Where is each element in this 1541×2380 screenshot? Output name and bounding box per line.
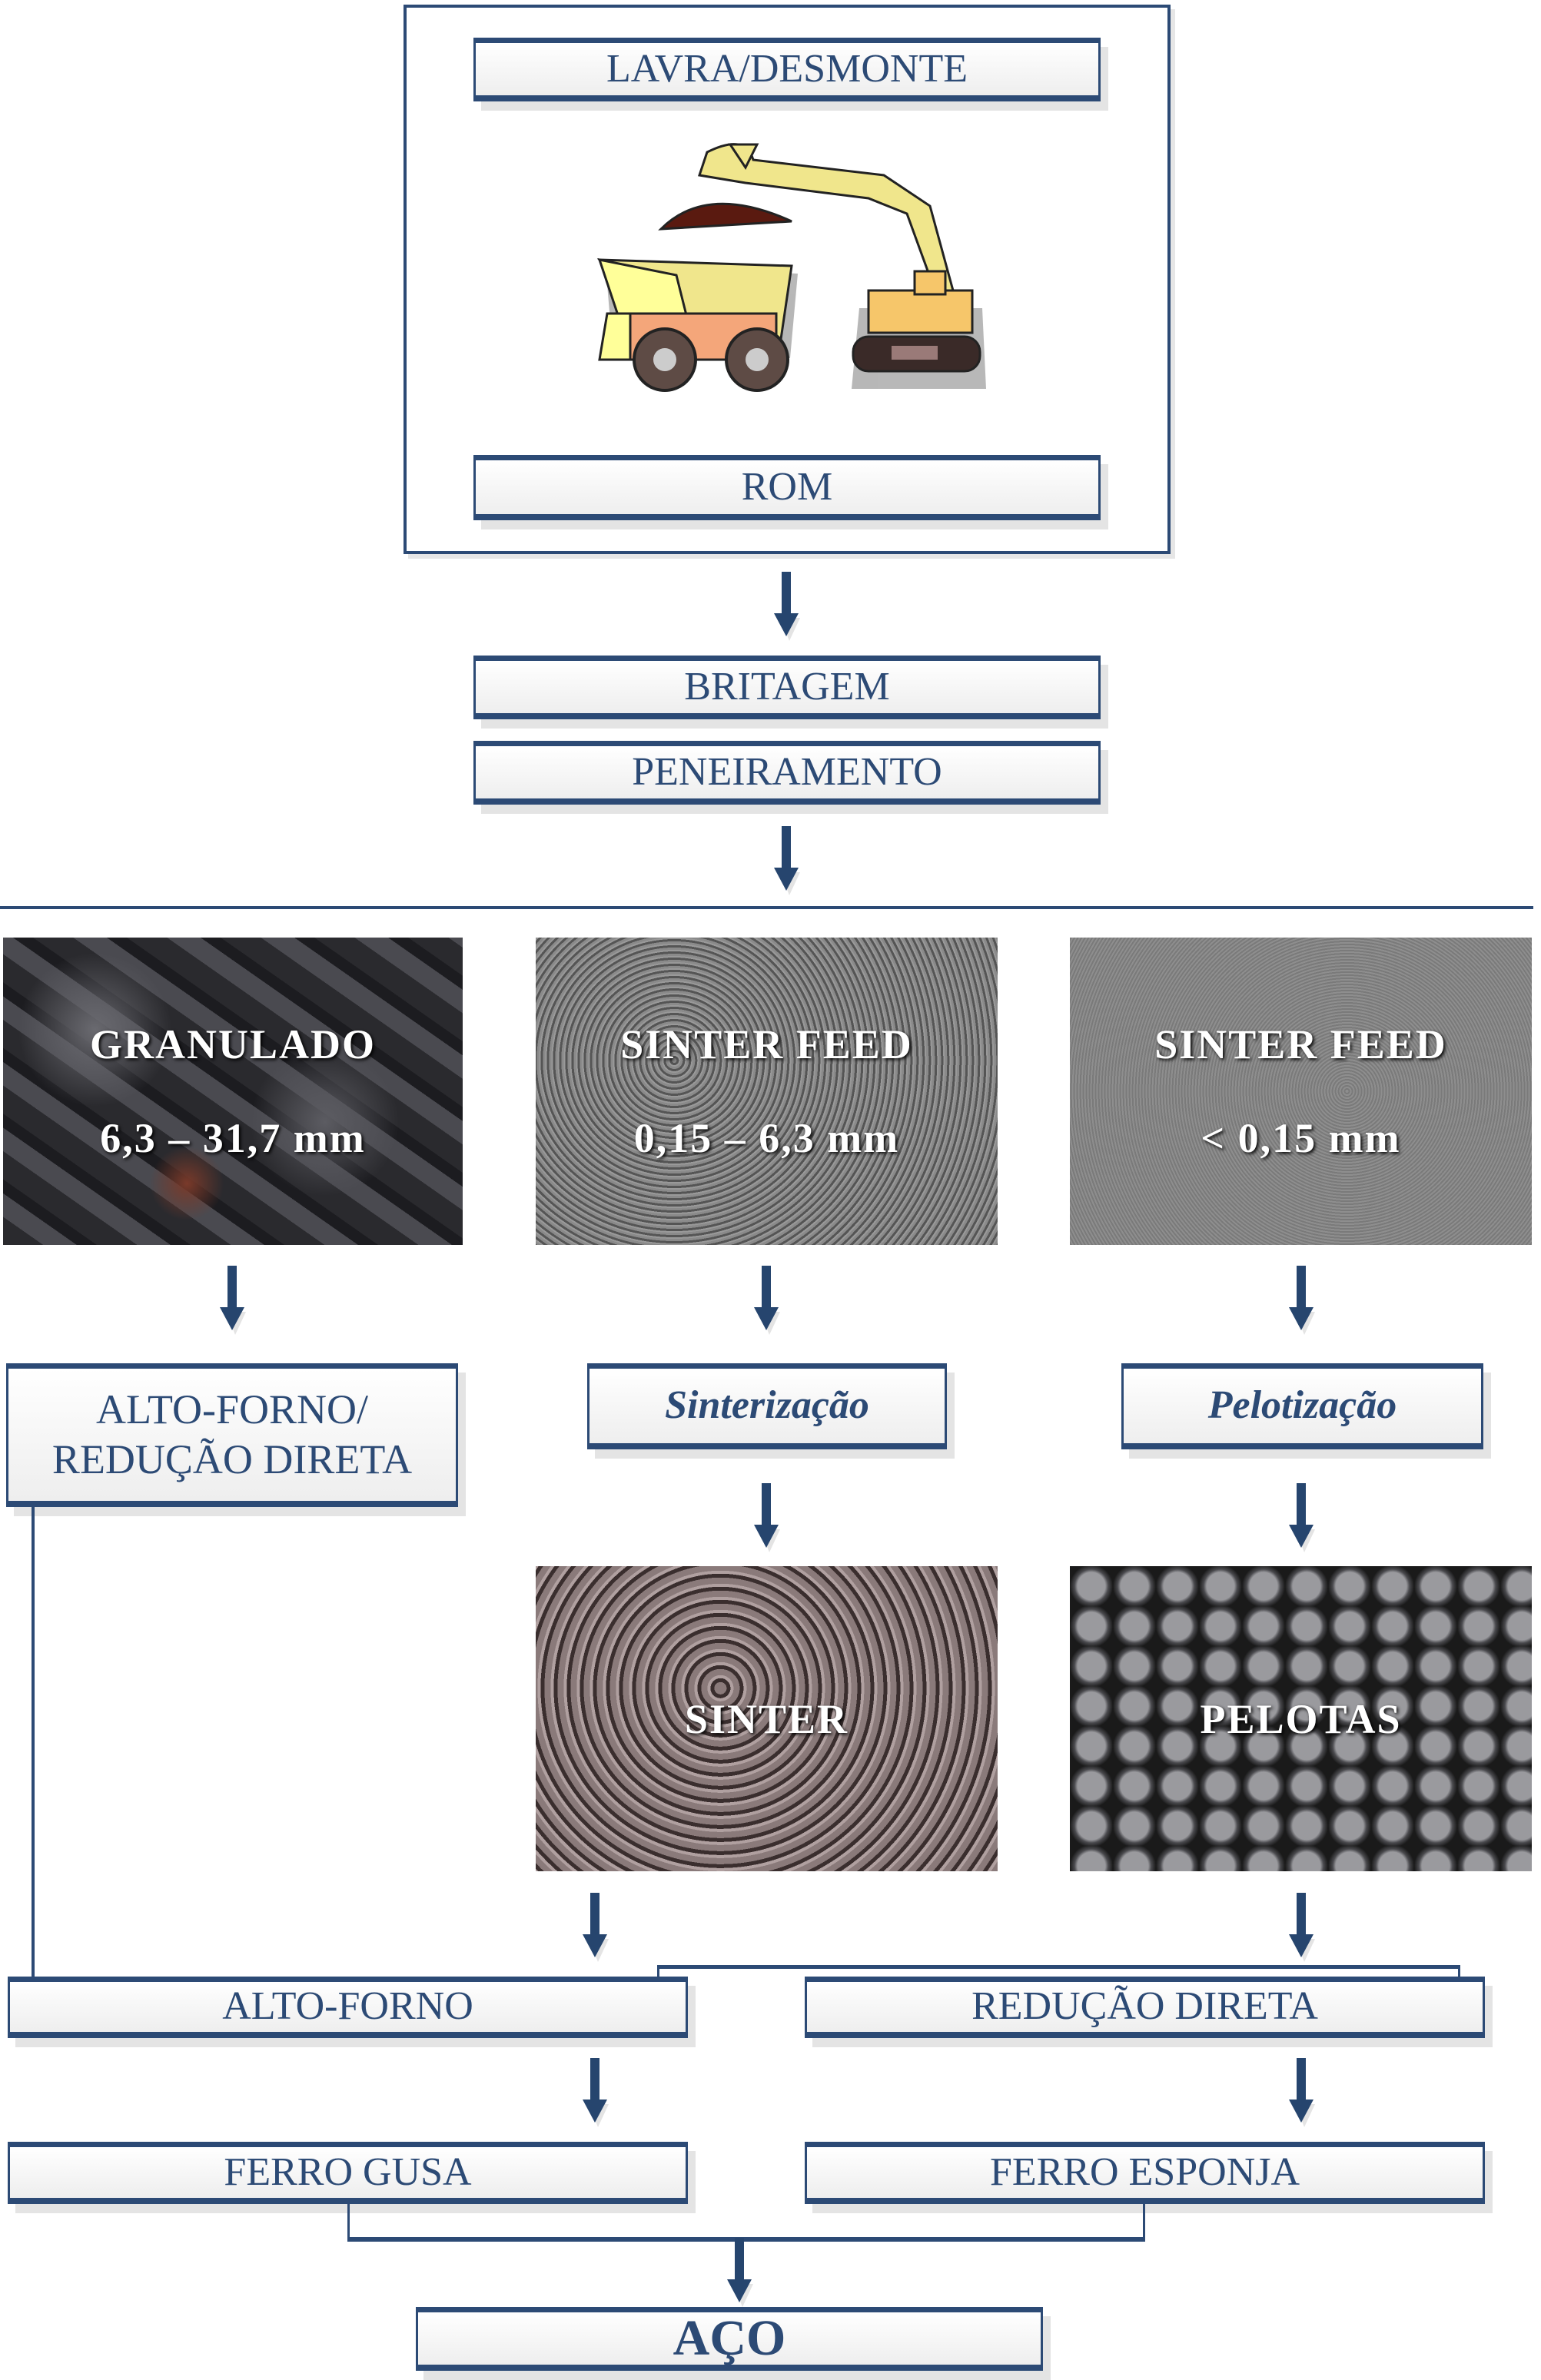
sinter-label: SINTER xyxy=(684,1695,849,1742)
blast-furnace-label: ALTO-FORNO xyxy=(222,1984,473,2029)
arrow-down-icon xyxy=(1278,2058,1324,2127)
product-name: GRANULADO xyxy=(89,1021,376,1067)
iron-merge-connector xyxy=(347,2204,350,2241)
lump-ore-photo: GRANULADO 6,3 – 31,7 mm xyxy=(3,938,463,1245)
sponge-iron-box: FERRO ESPONJA xyxy=(805,2142,1485,2204)
product-name: SINTER FEED xyxy=(620,1021,913,1067)
screening-box: PENEIRAMENTO xyxy=(473,741,1101,805)
arrow-down-icon xyxy=(572,2058,618,2127)
pig-iron-label: FERRO GUSA xyxy=(224,2149,472,2194)
product-size: 0,15 – 6,3 mm xyxy=(633,1115,900,1161)
rom-label: ROM xyxy=(741,464,833,509)
mining-equipment-illustration xyxy=(596,143,986,392)
connector-segment xyxy=(347,2237,1145,2242)
sinter-to-direct-reduction-connector xyxy=(657,1965,1460,1969)
direct-reduction-box: REDUÇÃO DIRETA xyxy=(805,1977,1485,2038)
arrow-down-icon xyxy=(1278,1483,1324,1552)
crushing-box: BRITAGEM xyxy=(473,656,1101,719)
blast-furnace-box: ALTO-FORNO xyxy=(8,1977,688,2038)
mining-label: LAVRA/DESMONTE xyxy=(606,46,968,91)
product-size: 6,3 – 31,7 mm xyxy=(100,1115,366,1161)
steel-box: AÇO xyxy=(416,2307,1043,2371)
sinter-photo: SINTER xyxy=(536,1566,998,1871)
screening-label: PENEIRAMENTO xyxy=(632,749,942,794)
steel-label: AÇO xyxy=(673,2310,786,2367)
sintering-box: Sinterização xyxy=(587,1363,947,1449)
pellets-photo: PELOTAS xyxy=(1070,1566,1532,1871)
rom-box: ROM xyxy=(473,455,1101,520)
arrow-down-icon xyxy=(743,1483,789,1552)
arrow-down-icon xyxy=(1278,1266,1324,1335)
connector-segment xyxy=(1458,1965,1460,1980)
arrow-down-icon xyxy=(743,1266,789,1335)
mining-frame xyxy=(404,5,1171,554)
crushing-label: BRITAGEM xyxy=(684,664,890,709)
pelletizing-label: Pelotização xyxy=(1207,1383,1397,1428)
divider-line xyxy=(0,906,1533,909)
connector-segment xyxy=(657,1965,659,1980)
lump-process-label: ALTO-FORNO/ REDUÇÃO DIRETA xyxy=(51,1386,413,1482)
sponge-iron-label: FERRO ESPONJA xyxy=(989,2149,1300,2194)
lump-connector-line xyxy=(32,1507,35,1977)
pellets-label: PELOTAS xyxy=(1200,1695,1402,1742)
pig-iron-box: FERRO GUSA xyxy=(8,2142,688,2204)
lump-process-box: ALTO-FORNO/ REDUÇÃO DIRETA xyxy=(6,1363,458,1507)
mining-box: LAVRA/DESMONTE xyxy=(473,38,1101,101)
arrow-down-icon xyxy=(763,826,809,895)
sinter-feed-fine-photo: SINTER FEED < 0,15 mm xyxy=(1070,938,1532,1245)
arrow-down-icon xyxy=(716,2238,762,2307)
product-size: < 0,15 mm xyxy=(1201,1115,1401,1161)
sintering-label: Sinterização xyxy=(665,1383,869,1428)
arrow-down-icon xyxy=(572,1893,618,1962)
sinter-feed-coarse-photo: SINTER FEED 0,15 – 6,3 mm xyxy=(536,938,998,1245)
arrow-down-icon xyxy=(209,1266,255,1335)
direct-reduction-label: REDUÇÃO DIRETA xyxy=(971,1984,1318,2029)
pelletizing-box: Pelotização xyxy=(1121,1363,1483,1449)
arrow-down-icon xyxy=(763,572,809,641)
connector-segment xyxy=(1143,2204,1145,2241)
product-name: SINTER FEED xyxy=(1154,1021,1447,1067)
arrow-down-icon xyxy=(1278,1893,1324,1962)
